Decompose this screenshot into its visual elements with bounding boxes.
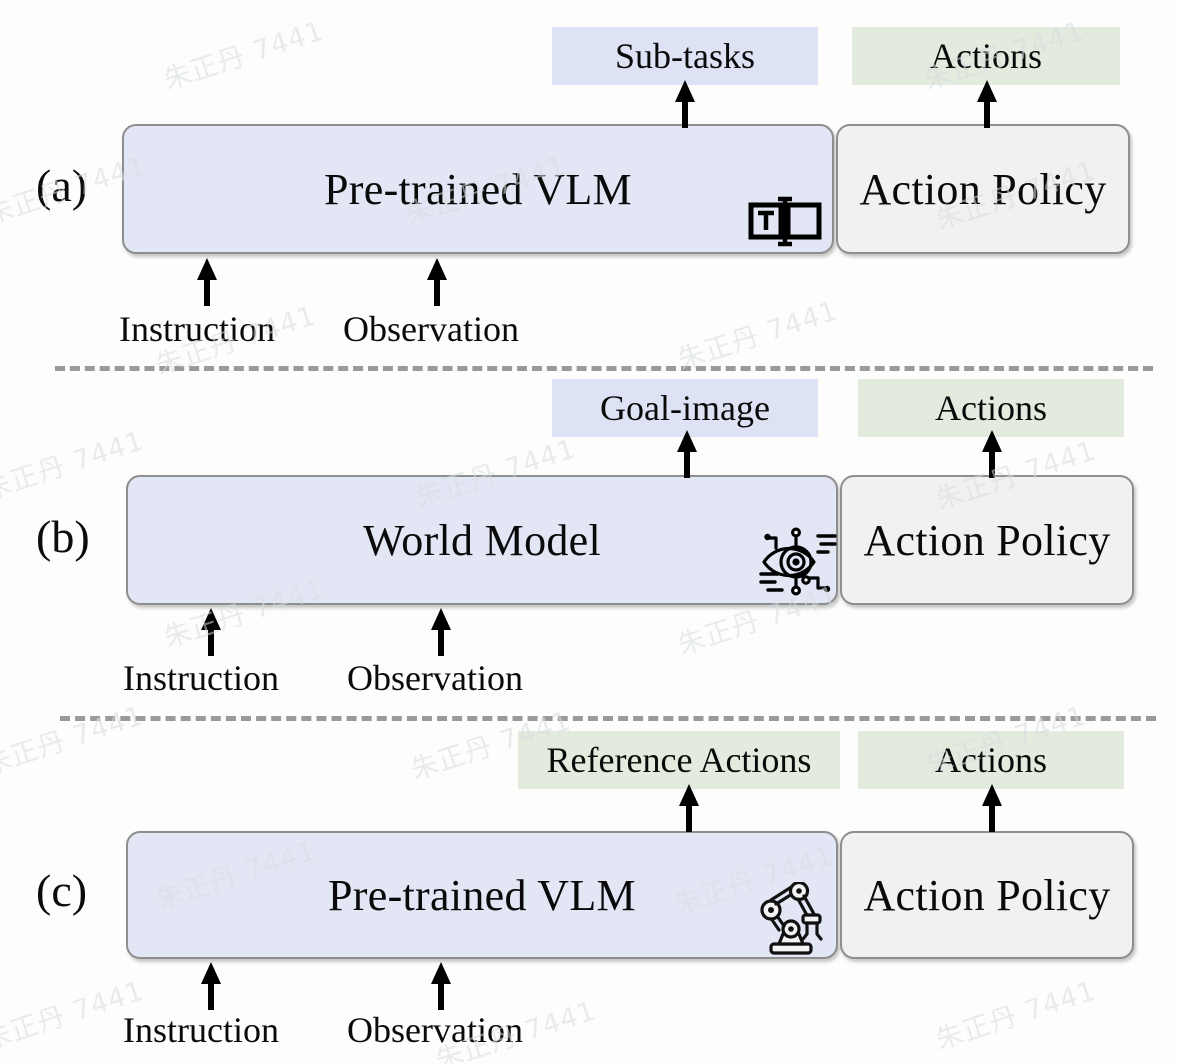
module-box-pre-trained-vlm-c: Pre-trained VLM [126,831,838,959]
panel-separator [60,716,1156,721]
output-chip-label: Reference Actions [546,740,812,780]
ai-eye-icon [758,522,838,600]
module-box-label: Action Policy [859,164,1107,214]
output-chip-sub-tasks: Sub-tasks [552,27,818,85]
arrow-from-observation [431,608,451,656]
arrow-from-observation [431,962,451,1010]
input-label-instruction: Instruction [123,1010,279,1050]
output-chip-label: Actions [935,388,1047,428]
module-box-label: Pre-trained VLM [328,870,636,920]
robot-arm-icon [757,880,837,958]
panel-tag-a: (a) [36,160,88,211]
arrow-to-goal-image [677,430,697,478]
input-label-observation: Observation [347,658,523,698]
module-box-action-policy-a: Action Policy [836,124,1130,254]
module-box-label: Action Policy [863,870,1111,920]
module-box-label: Pre-trained VLM [324,164,632,214]
arrow-from-observation [427,258,447,306]
output-chip-actions: Actions [858,379,1124,437]
watermark: 朱正丹 7441 [160,15,328,97]
output-chip-actions: Actions [852,27,1120,85]
arrow-to-actions [982,430,1002,478]
arrow-to-actions [977,80,997,128]
arrow-to-actions [982,784,1002,832]
panel-tag-c: (c) [36,865,88,916]
output-chip-goal-image: Goal-image [552,379,818,437]
output-chip-label: Actions [935,740,1047,780]
module-box-world-model: World Model [126,475,838,605]
module-box-label: World Model [362,515,602,565]
module-box-label: Action Policy [863,515,1111,565]
text-input-icon [748,196,822,248]
input-label-observation: Observation [347,1010,523,1050]
watermark: 朱正丹 7441 [932,975,1100,1057]
output-chip-label: Sub-tasks [614,36,755,76]
output-chip-label: Goal-image [600,388,770,428]
module-box-action-policy-b: Action Policy [840,475,1134,605]
input-label-observation: Observation [343,309,519,349]
output-chip-reference-actions: Reference Actions [518,731,840,789]
input-label-instruction: Instruction [119,309,275,349]
arrow-from-instruction [197,258,217,306]
panel-separator [55,366,1153,371]
arrow-from-instruction [201,962,221,1010]
output-chip-label: Actions [930,36,1042,76]
output-chip-actions: Actions [858,731,1124,789]
arrow-to-reference-actions [679,784,699,832]
module-box-pre-trained-vlm-a: Pre-trained VLM [122,124,834,254]
module-box-action-policy-c: Action Policy [840,831,1134,959]
input-label-instruction: Instruction [123,658,279,698]
arrow-from-instruction [201,608,221,656]
watermark: 朱正丹 7441 [674,295,842,377]
arrow-to-sub-tasks [675,80,695,128]
watermark: 朱正丹 7441 [0,700,148,782]
panel-tag-b: (b) [36,511,90,562]
